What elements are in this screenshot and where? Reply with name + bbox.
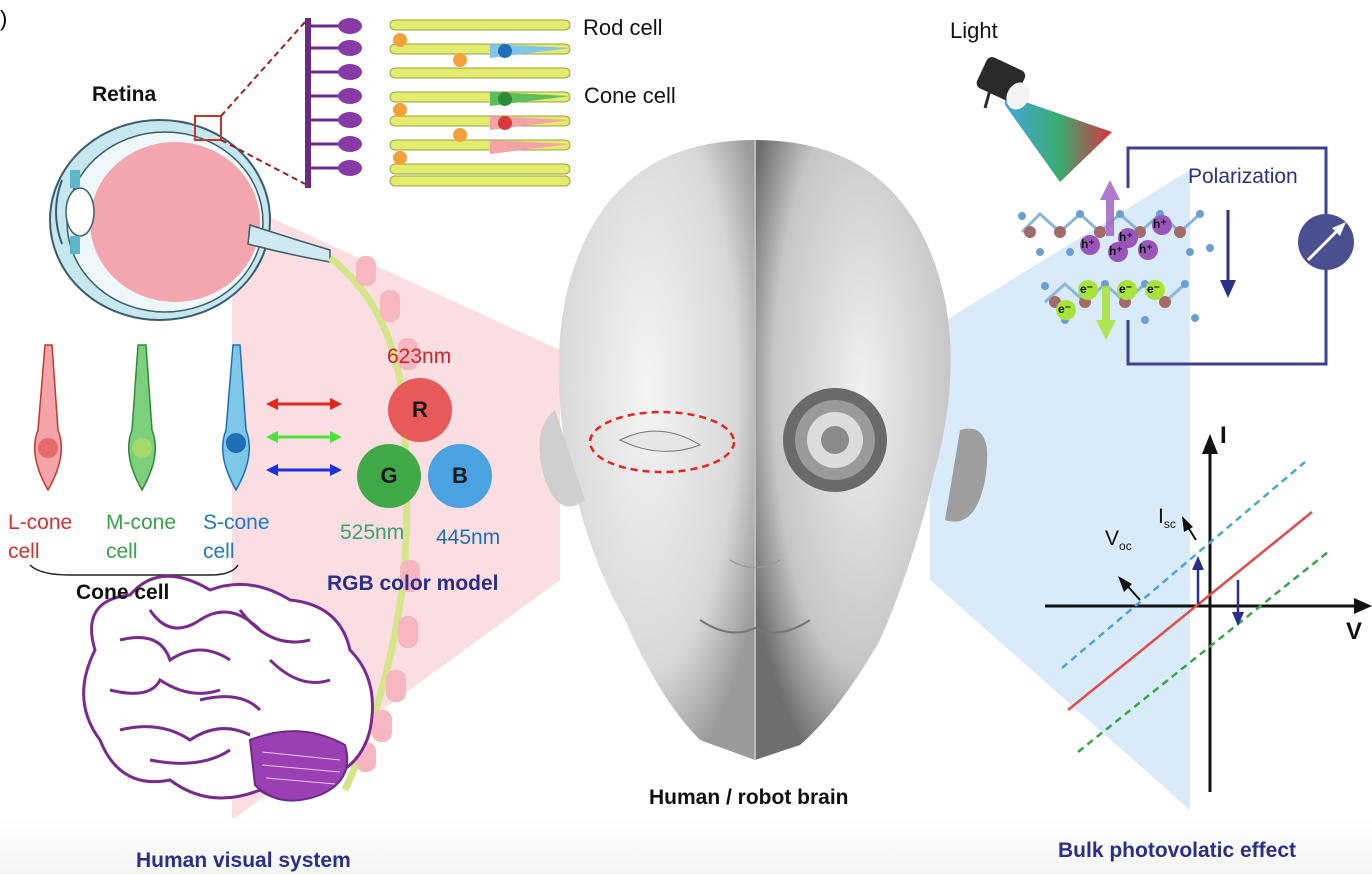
l-cone-label: L-cone cell: [8, 508, 72, 567]
crystal-lattice: [1018, 180, 1214, 340]
cone-bracket: [29, 564, 239, 576]
v-axis-label: V: [1346, 618, 1363, 645]
isc-label: Isc: [1158, 506, 1176, 530]
panel-marker: ): [0, 6, 8, 31]
iv-graph: [1045, 434, 1372, 792]
b-circle: B: [428, 444, 492, 508]
electron-label: e⁻: [1119, 282, 1133, 296]
hole-label: h⁺: [1153, 217, 1167, 231]
m-cone-shape: [127, 344, 157, 492]
s-cone-line1: S-cone: [203, 511, 270, 534]
b-wavelength: 445nm: [436, 526, 501, 549]
s-cone-line2: cell: [203, 540, 235, 564]
voc-sub: oc: [1119, 539, 1132, 553]
l-cone-line2: cell: [8, 540, 40, 564]
electron-label: e⁻: [1058, 302, 1072, 316]
electron-label: e⁻: [1080, 282, 1094, 296]
hole-label: h⁺: [1119, 230, 1133, 244]
s-cone-label: S-cone cell: [203, 508, 270, 567]
g-wavelength: 525nm: [340, 521, 405, 544]
retina-cells: [305, 18, 571, 188]
hole-label: h⁺: [1109, 244, 1123, 258]
hole-label: h⁺: [1081, 237, 1095, 251]
retina-label: Retina: [92, 83, 157, 106]
polarization-label: Polarization: [1188, 165, 1298, 188]
eye-highlight-ring: [588, 410, 736, 474]
head-illustration: [539, 140, 988, 760]
g-circle: G: [357, 444, 421, 508]
isc-sub: sc: [1163, 517, 1176, 531]
light-source: [976, 57, 1112, 182]
blue-sensor-beam: [930, 170, 1190, 810]
polarization-circuit: [1126, 146, 1328, 366]
human-visual-caption: Human visual system: [136, 849, 351, 872]
rgb-caption: RGB color model: [327, 572, 499, 595]
r-circle: R: [388, 378, 452, 442]
photovoltaic-caption: Bulk photovolatic effect: [1058, 839, 1297, 862]
m-cone-line2: cell: [106, 540, 138, 564]
s-cone-shape: [221, 344, 251, 492]
nerve-nodes: [356, 256, 420, 772]
cone-rgb-arrows: [266, 398, 342, 476]
r-wavelength: 623nm: [387, 345, 452, 368]
cerebellum: [248, 730, 349, 802]
cone-group-label: Cone cell: [76, 581, 170, 604]
isc-main: I: [1158, 505, 1164, 528]
voc-main: V: [1105, 527, 1120, 550]
m-cone-line1: M-cone: [106, 511, 177, 534]
hole-label: h⁺: [1139, 242, 1153, 256]
i-axis-label: I: [1220, 422, 1227, 449]
eye-diagram: [49, 21, 331, 321]
brain-caption: Human / robot brain: [649, 786, 849, 809]
caption-strip: [0, 818, 1372, 874]
l-cone-line1: L-cone: [8, 511, 73, 534]
light-label: Light: [950, 18, 998, 43]
l-cone-shape: [33, 344, 63, 492]
voc-label: Voc: [1105, 528, 1132, 552]
rod-cell-label: Rod cell: [583, 15, 663, 40]
cone-cell-top-label: Cone cell: [584, 83, 676, 108]
m-cone-label: M-cone cell: [106, 508, 176, 567]
electron-label: e⁻: [1147, 282, 1161, 296]
